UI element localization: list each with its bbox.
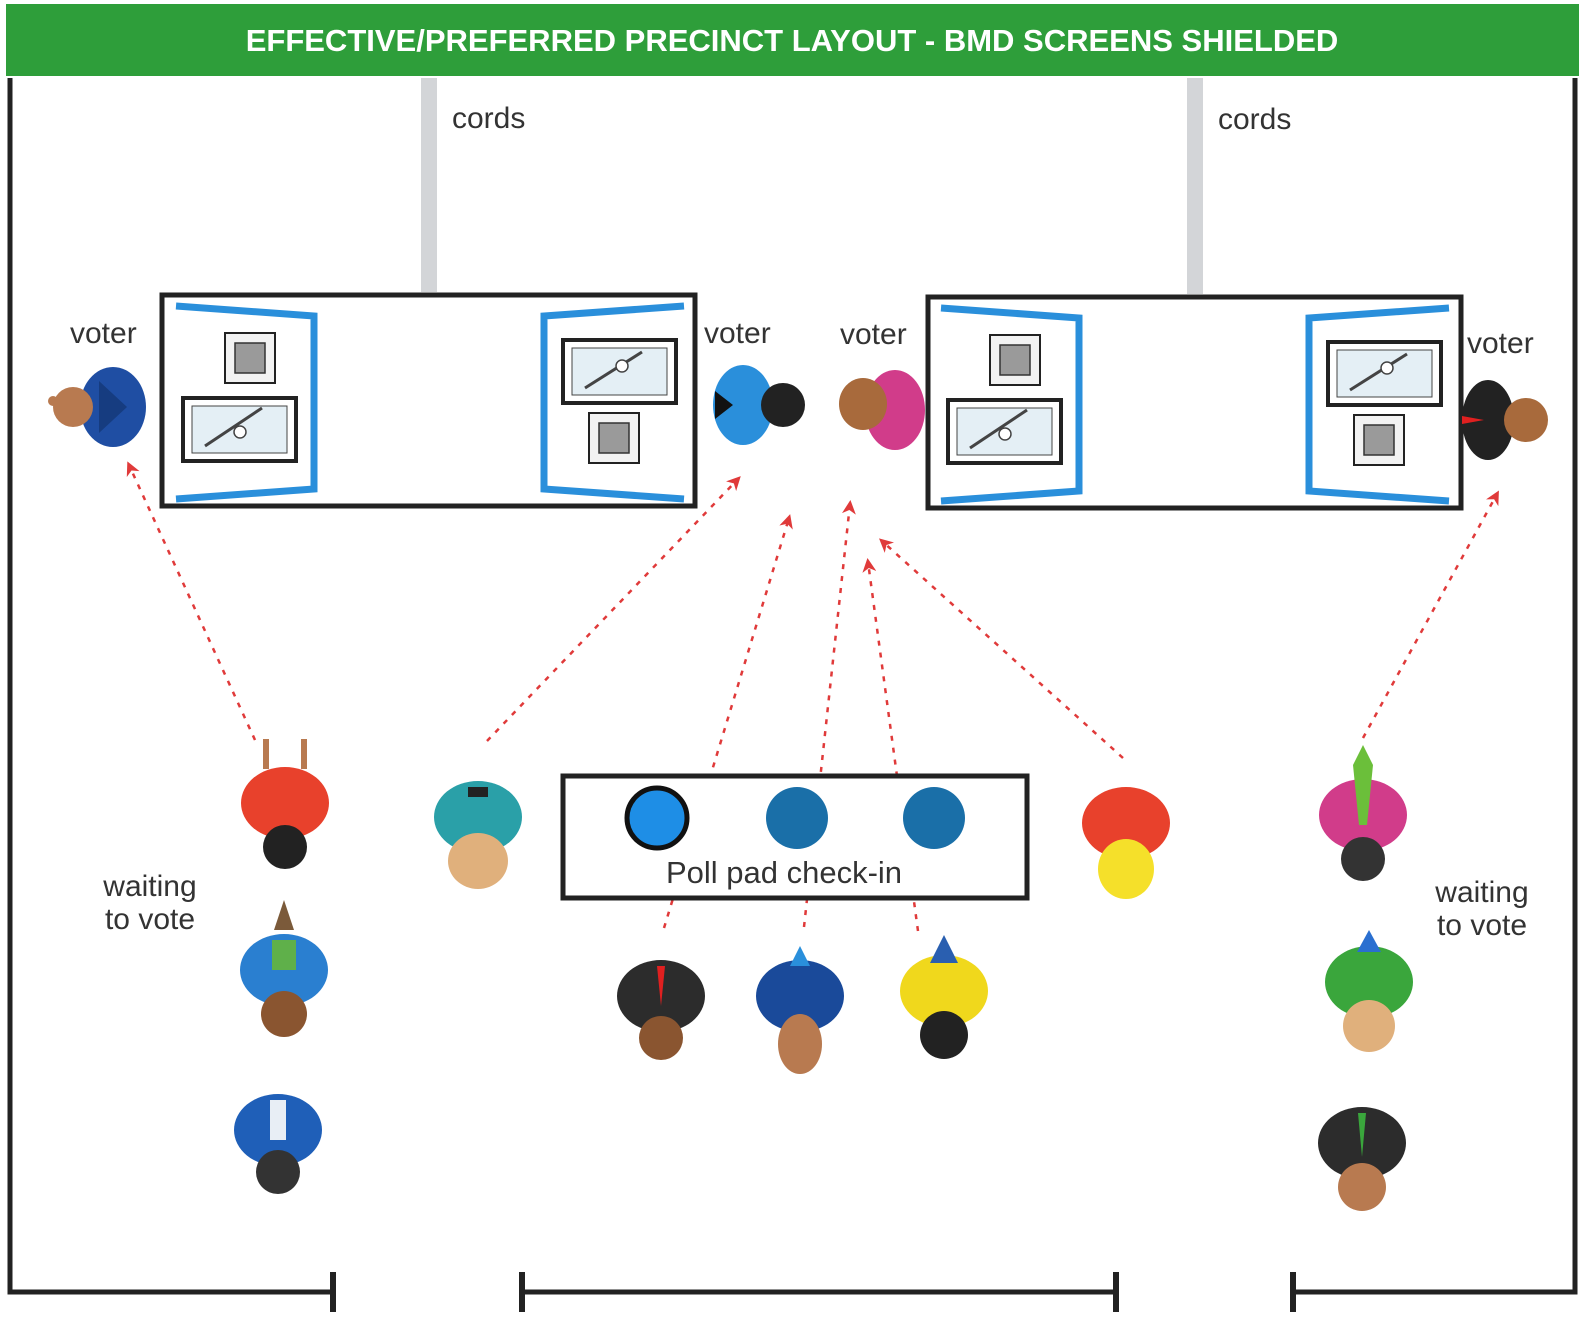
- privacy-shield-right-b: [1305, 304, 1450, 505]
- person-topdown-icon: [240, 900, 328, 1037]
- person-topdown-icon: [1319, 745, 1407, 881]
- cord-left: [421, 78, 437, 292]
- cords-label-left: cords: [452, 102, 525, 135]
- printer-icon: [989, 334, 1041, 386]
- poll-pad-table: Poll pad check-in: [560, 773, 1030, 901]
- voter-label-2: voter: [704, 317, 771, 350]
- privacy-shield-left-b: [540, 302, 685, 503]
- poll-pad-label: Poll pad check-in: [666, 855, 902, 890]
- privacy-shield-left-a: [175, 302, 318, 503]
- room-walls: [7, 78, 1578, 1312]
- printer-icon: [588, 412, 640, 464]
- bmd-screen-icon: [1326, 340, 1443, 407]
- person-topdown-icon: [1325, 930, 1413, 1052]
- voter-label-1: voter: [70, 317, 137, 350]
- cords-label-right: cords: [1218, 103, 1291, 136]
- waiting-label-left-line2: to vote: [105, 903, 195, 936]
- bmd-screen-icon: [946, 398, 1063, 465]
- person-topdown-icon: [434, 781, 522, 889]
- privacy-shield-right-a: [940, 304, 1083, 505]
- person-topdown-icon: [756, 946, 844, 1074]
- person-topdown-icon: [713, 365, 805, 445]
- person-topdown-icon: [1082, 787, 1170, 899]
- person-topdown-icon: [617, 960, 705, 1060]
- bmd-screen-icon: [561, 338, 678, 405]
- voter-label-3: voter: [840, 318, 907, 351]
- cord-right: [1187, 78, 1203, 294]
- person-topdown-icon: [48, 367, 146, 447]
- poll-pad-icon: [766, 787, 828, 849]
- person-topdown-icon: [1462, 380, 1548, 460]
- poll-pad-icon: [624, 785, 690, 851]
- bmd-screen-icon: [181, 396, 298, 463]
- voting-table-left: [159, 292, 698, 509]
- printer-icon: [224, 332, 276, 384]
- waiting-label-right-line2: to vote: [1437, 909, 1527, 942]
- person-topdown-icon: [234, 1094, 322, 1194]
- person-topdown-icon: [241, 739, 329, 869]
- waiting-label-left-line1: waiting: [102, 870, 196, 903]
- diagram-title: EFFECTIVE/PREFERRED PRECINCT LAYOUT - BM…: [246, 23, 1339, 58]
- poll-pad-icon: [903, 787, 965, 849]
- waiting-label-right-line1: waiting: [1434, 876, 1528, 909]
- person-topdown-icon: [1318, 1107, 1406, 1211]
- person-topdown-icon: [839, 370, 925, 450]
- voting-table-right: [925, 294, 1464, 511]
- title-bar: EFFECTIVE/PREFERRED PRECINCT LAYOUT - BM…: [6, 4, 1579, 76]
- printer-icon: [1353, 414, 1405, 466]
- person-topdown-icon: [900, 935, 988, 1059]
- voter-label-4: voter: [1467, 327, 1534, 360]
